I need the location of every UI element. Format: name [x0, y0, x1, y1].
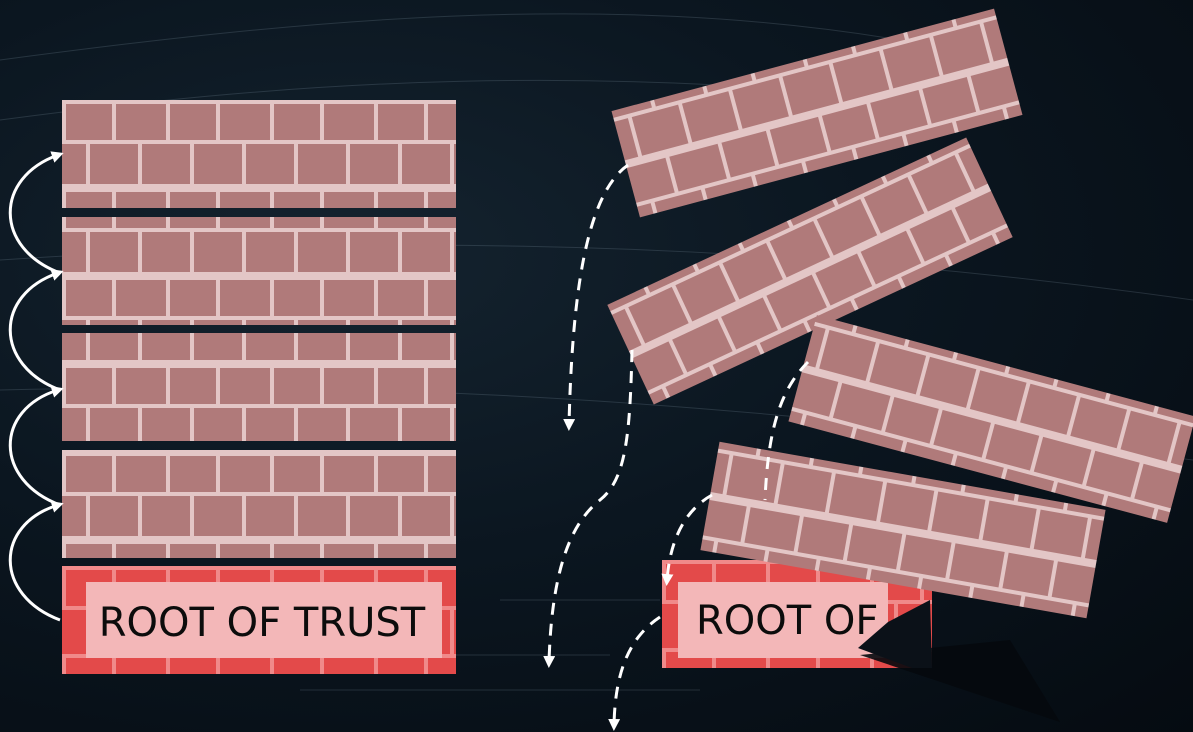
brick-layer-1: [62, 100, 456, 208]
falling-arrow-2: [549, 350, 632, 662]
trust-arrow-1: [10, 505, 60, 620]
brick-layer-3: [62, 333, 456, 441]
stable-stack: ROOT OF TRUST: [10, 100, 456, 674]
trust-arrow-3: [10, 273, 60, 390]
trust-chain-arrows: [10, 155, 60, 620]
trust-arrow-4: [10, 155, 60, 273]
root-of-trust-label: ROOT OF TRUST: [99, 600, 426, 646]
falling-arrow-5: [614, 617, 660, 725]
broken-root-label: ROOT OF: [696, 598, 878, 644]
trust-arrow-2: [10, 390, 60, 505]
brick-layer-4: [62, 450, 456, 558]
brick-layer-2: [62, 217, 456, 325]
falling-arrow-1: [569, 165, 628, 425]
broken-stack: ROOT OF: [549, 9, 1193, 725]
